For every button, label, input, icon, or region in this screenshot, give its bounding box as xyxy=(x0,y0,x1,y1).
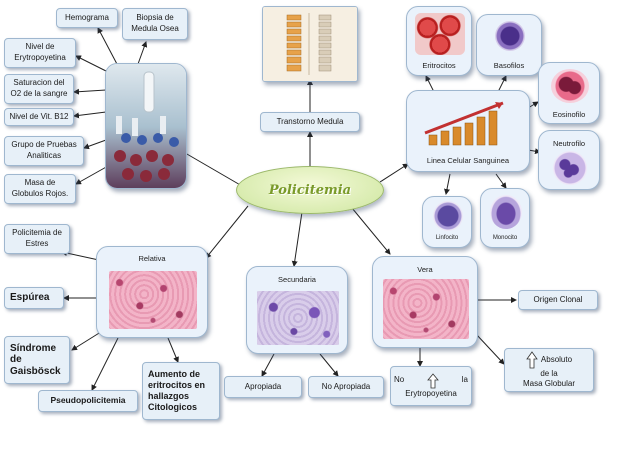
node-policitemia-estres[interactable]: Policitemia de Estres xyxy=(4,224,70,254)
node-espurea[interactable]: Espúrea xyxy=(4,287,64,309)
node-grupo-pruebas[interactable]: Grupo de Pruebas Analiticas xyxy=(4,136,84,166)
node-origen-clonal[interactable]: Origen Clonal xyxy=(518,290,598,310)
arrow-up-icon xyxy=(526,351,538,369)
node-hemograma[interactable]: Hemograma xyxy=(56,8,118,28)
absoluto-line3: Masa Globular xyxy=(522,379,576,388)
eritrocitos-label: Eritrocitos xyxy=(422,61,456,70)
center-label: Policitemia xyxy=(268,182,352,198)
vera-title: Vera xyxy=(417,265,433,274)
node-nivel-eritropoyetina[interactable]: Nivel de Erytropoyetina xyxy=(4,38,76,68)
edge-linea-linfocito xyxy=(444,173,451,195)
vera-tissue-image xyxy=(383,279,469,339)
monocito-image xyxy=(490,195,522,229)
basofilo-image xyxy=(495,21,525,51)
bar-chart-icon xyxy=(424,101,504,146)
edge-center-lab xyxy=(179,149,243,187)
neutrofilo-label: Neutrofilo xyxy=(552,139,586,148)
edge-vera-absoluto xyxy=(475,333,505,365)
arrow-up-icon xyxy=(427,372,439,388)
node-no-aumento-eritropoyetina[interactable]: No la Erytropoyetina xyxy=(390,366,472,406)
spine-illustration xyxy=(263,7,357,81)
node-sindrome-gaisbock[interactable]: Síndrome de Gaisbösck xyxy=(4,336,70,384)
neutrofilo-image xyxy=(553,151,587,185)
eosinofilo-label: Eosinofilo xyxy=(552,110,586,119)
node-eosinofilo[interactable]: Eosinofilo xyxy=(538,62,600,124)
edge-lab-hemograma xyxy=(97,27,119,67)
edge-relativa-aumento xyxy=(167,337,179,363)
node-linea-celular[interactable]: Linea Celular Sanguinea xyxy=(406,90,530,172)
edge-center-relativa xyxy=(205,205,249,259)
node-monocito[interactable]: Monocito xyxy=(480,188,530,248)
node-transtorno-medula[interactable]: Transtorno Medula xyxy=(260,112,360,132)
edge-center-vera xyxy=(351,207,391,255)
edge-center-secundaria xyxy=(291,211,303,267)
lab-tests-image-card[interactable] xyxy=(105,63,187,189)
secundaria-title: Secundaria xyxy=(278,275,316,284)
basofilos-label: Basofilos xyxy=(493,61,525,70)
secundaria-tissue-image xyxy=(257,291,339,345)
edge-lab-masa xyxy=(75,165,109,185)
node-pseudopolicitemia[interactable]: Pseudopolicitemia xyxy=(38,390,138,412)
edge-lab-nivel-ery xyxy=(75,55,109,73)
node-eritrocitos[interactable]: Eritrocitos xyxy=(406,6,472,76)
lab-tubes-illustration xyxy=(106,64,186,188)
node-secundaria[interactable]: Secundaria xyxy=(246,266,348,354)
no-ery-pre-text: No xyxy=(394,375,405,385)
edge-lab-biopsia xyxy=(137,41,148,65)
eritrocitos-image xyxy=(415,13,465,55)
linfocito-image xyxy=(433,201,463,231)
absoluto-line2: de la xyxy=(540,369,558,378)
eosinofilo-image xyxy=(551,69,589,103)
edge-linea-monocito xyxy=(495,173,507,189)
relativa-title: Relativa xyxy=(138,254,166,263)
linea-celular-label: Linea Celular Sanguinea xyxy=(426,156,510,165)
node-aumento-eritrocitos[interactable]: Aumento de eritrocitos en hallazgos Cito… xyxy=(142,362,220,420)
node-vera[interactable]: Vera xyxy=(372,256,478,348)
center-node-policitemia[interactable]: Policitemia xyxy=(236,166,384,214)
edge-lab-saturacion xyxy=(73,88,107,95)
node-neutrofilo[interactable]: Neutrofilo xyxy=(538,130,600,190)
edge-relativa-pseudo xyxy=(91,337,119,391)
edge-center-linea xyxy=(379,163,409,183)
node-saturacion-o2[interactable]: Saturacion del O2 de la sangre xyxy=(4,74,74,104)
node-nivel-b12[interactable]: Nivel de Vit. B12 xyxy=(4,108,74,126)
node-no-apropiada[interactable]: No Apropiada xyxy=(308,376,384,398)
edge-lab-b12 xyxy=(73,111,107,119)
no-ery-line2: Erytropoyetina xyxy=(405,388,457,398)
node-relativa[interactable]: Relativa xyxy=(96,246,208,338)
monocito-label: Monocito xyxy=(492,235,518,241)
node-biopsia-medula[interactable]: Biopsia de Medula Osea xyxy=(122,8,188,40)
edge-lab-grupo xyxy=(83,139,107,150)
absoluto-top-row: Absoluto xyxy=(526,351,572,369)
linfocito-label: Linfocito xyxy=(435,235,459,241)
node-linfocito[interactable]: Linfocito xyxy=(422,196,472,248)
node-absoluto-masa-globular[interactable]: Absoluto de la Masa Globular xyxy=(504,348,594,392)
absoluto-line1: Absoluto xyxy=(540,355,573,364)
spine-image-card[interactable] xyxy=(262,6,358,82)
edge-secundaria-noapropiada xyxy=(319,353,339,377)
node-apropiada[interactable]: Apropiada xyxy=(224,376,302,398)
relativa-tissue-image xyxy=(109,271,197,329)
no-ery-top-row: No la xyxy=(394,372,468,389)
node-basofilos[interactable]: Basofilos xyxy=(476,14,542,76)
edge-secundaria-apropiada xyxy=(261,353,275,377)
no-ery-post-text: la xyxy=(461,375,468,385)
node-masa-globulos[interactable]: Masa de Globulos Rojos. xyxy=(4,174,76,204)
